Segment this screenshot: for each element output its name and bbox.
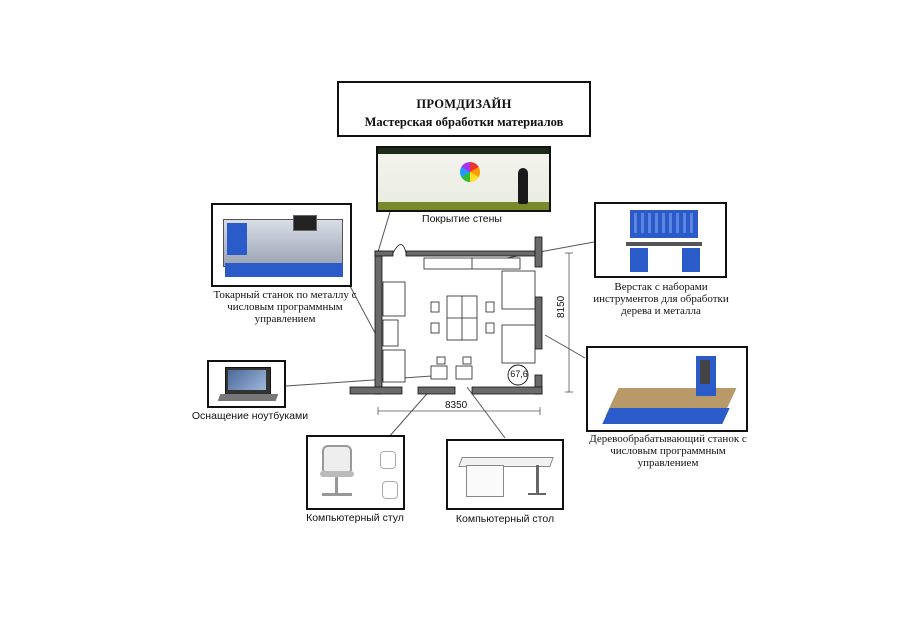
logo-wheel-icon: [460, 162, 480, 182]
cnc-wood-image: [586, 346, 748, 432]
wall-top: [405, 250, 543, 257]
lathe-caption: Токарный станок по металлу с числовым пр…: [213, 289, 357, 325]
dimension-lines: [377, 252, 573, 415]
cnc-wood-caption: Деревообрабатывающий станок с числовым п…: [589, 433, 747, 469]
lathe-block: [382, 281, 406, 317]
workbench-image: [594, 202, 727, 278]
wall-bottom-left: [349, 386, 403, 395]
leader-wall: [377, 211, 391, 253]
side-block: [382, 319, 399, 347]
laptop-desk-2: [455, 365, 473, 380]
wall-left: [374, 250, 383, 395]
leader-lines: [285, 211, 595, 439]
chair-1: [430, 301, 440, 313]
desk-caption: Компьютерный стол: [455, 513, 555, 525]
laptop-image: [207, 360, 286, 408]
chair-3: [485, 301, 495, 313]
wall-right-mid: [534, 296, 543, 350]
leader-desk: [466, 386, 506, 439]
laptop-chair-1: [436, 356, 446, 365]
area-circle: [507, 364, 529, 386]
title-sub: Мастерская обработки материалов: [364, 115, 564, 129]
area-label: 67,6: [510, 369, 528, 379]
title-box: ПРОМДИЗАЙН Мастерская обработки материал…: [337, 81, 591, 137]
chair-caption: Компьютерный стул: [306, 512, 404, 524]
title-main: ПРОМДИЗАЙН: [416, 97, 512, 111]
wall-top-left: [374, 250, 394, 257]
wall-covering-image: [376, 146, 551, 212]
wall-covering-caption: Покрытие стены: [422, 213, 502, 225]
right-block-top: [501, 270, 536, 310]
dimension-depth: 8150: [556, 295, 567, 318]
lathe-image: [211, 203, 352, 287]
right-block-bottom: [501, 324, 536, 364]
wall-bottom-right: [471, 386, 543, 395]
door-arc: [392, 244, 407, 254]
desk-image: [446, 439, 564, 510]
room-walls: [349, 236, 543, 395]
workbench-caption: Верстак с наборами инструментов для обра…: [593, 281, 729, 317]
leader-laptops: [285, 375, 433, 387]
wall-bottom-mid: [417, 386, 456, 395]
leader-cnc: [544, 334, 586, 359]
left-block: [382, 349, 406, 383]
laptop-caption: Оснащение ноутбуками: [191, 410, 309, 422]
chair-4: [485, 322, 495, 334]
dimension-width: 8350: [445, 400, 468, 411]
furniture: [382, 257, 536, 383]
chair-2: [430, 322, 440, 334]
chair-image: [306, 435, 405, 510]
person-silhouette-icon: [518, 168, 528, 204]
laptop-chair-2: [462, 356, 472, 365]
laptop-desk-1: [430, 365, 448, 380]
leader-chair: [387, 386, 434, 439]
wall-right-top: [534, 236, 543, 268]
